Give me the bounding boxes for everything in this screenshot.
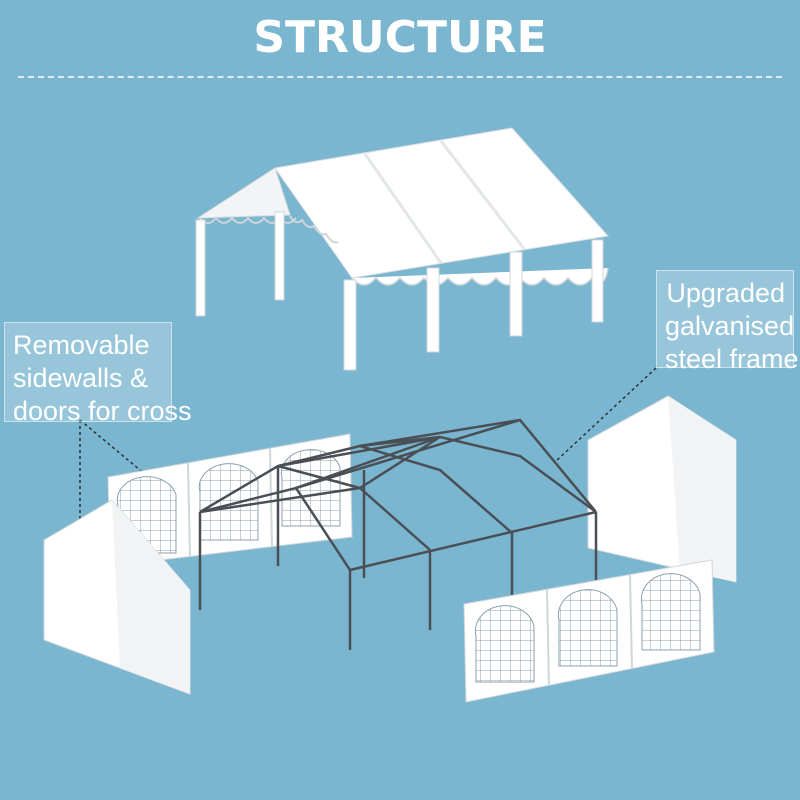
title-divider [18, 76, 782, 78]
sidewall-panel-illustration [463, 559, 715, 703]
page-title: STRUCTURE [253, 12, 547, 63]
callout-steel-frame: Upgraded galvanised steel frame [656, 270, 799, 374]
right-leader-line [554, 367, 657, 463]
gable-end-wall-illustration [43, 499, 191, 695]
callout-left-line-3: doors for cross [13, 396, 192, 426]
callout-left-line-1: Removable [13, 330, 150, 360]
tent-canopy-illustration [195, 127, 609, 371]
callout-right-line-2: galvanised [665, 311, 795, 341]
callout-right-line-3: steel frame [665, 344, 799, 374]
steel-frame-illustration [198, 418, 598, 650]
gable-end-wall-illustration [587, 395, 737, 583]
callout-removable-sidewalls: Removable sidewalls & doors for cross [4, 322, 192, 426]
callout-left-line-2: sidewalls & [13, 363, 149, 393]
sidewall-panel-illustration [107, 433, 353, 567]
callout-right-line-1: Upgraded [666, 278, 785, 308]
